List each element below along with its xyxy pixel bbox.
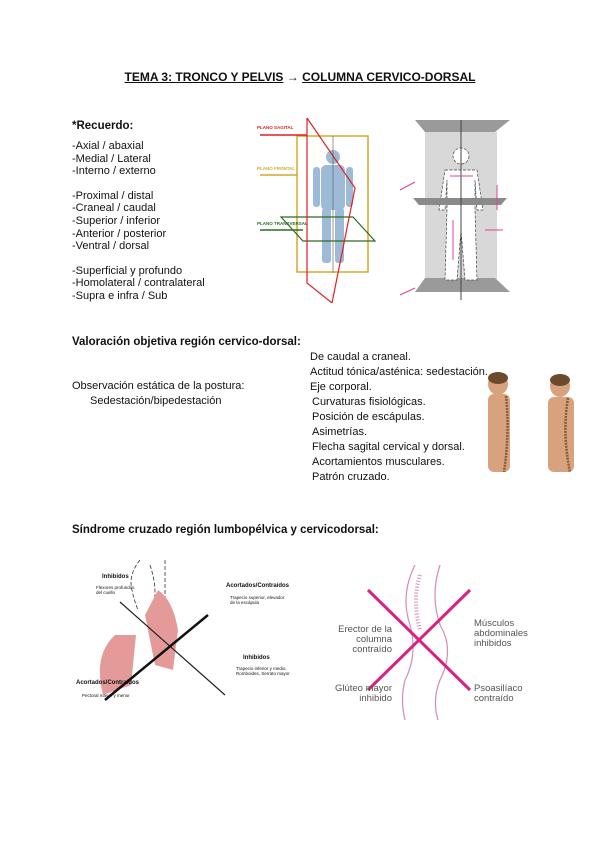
label-psoas: Psoasilíaco contraído [474, 683, 523, 704]
term: -Ventral / dorsal [72, 240, 150, 253]
label-acortados-2: Acortados/Contraídos [76, 680, 140, 686]
label-abdominales: Músculos abdominales inhibidos [474, 618, 528, 649]
label-inhibidos-1: Inhibidos [102, 574, 129, 580]
title-part1: TEMA 3: TRONCO Y PELVIS [124, 70, 284, 84]
valoracion-items: De caudal a craneal. Actitud tónica/asté… [310, 351, 488, 486]
anatomical-planes-figure: PLANO SAGITAL PLANO FRONTAL PLANO TRANSV… [255, 113, 380, 305]
upper-crossed-illustration [99, 559, 226, 701]
term: -Superior / inferior [72, 214, 161, 227]
sindrome-heading: Síndrome cruzado región lumbopélvica y c… [72, 524, 379, 536]
sedestacion-label: Sedestación/bipedestación [90, 395, 222, 407]
label-gluteo: Glúteo mayor inhibido [334, 683, 392, 704]
list-item: Asimetrías. [312, 426, 368, 438]
term: -Axial / abaxial [72, 140, 144, 152]
spine-posture-illustration [488, 372, 574, 473]
lower-crossed-syndrome-figure [330, 564, 530, 721]
label-inhibidos-2: Inhibidos [243, 655, 270, 661]
label-inhibidos-2-sub: Trapecio inferior y medio, Romboides, Se… [236, 666, 290, 676]
list-item: Acortamientos musculares. [312, 456, 445, 468]
term: -Homolateral / contralateral [72, 277, 205, 290]
posture-photo [478, 372, 593, 473]
list-item: Posición de escápulas. [312, 411, 425, 423]
label-acortados-1: Acortados/Contraídos [226, 583, 290, 589]
label-inhibidos-1-sub: Flexores profundos del cuello [96, 585, 135, 595]
valoracion-heading: Valoración objetiva región cervico-dorsa… [72, 336, 301, 348]
list-item: Eje corporal. [310, 381, 372, 393]
list-item: Curvaturas fisiológicas. [312, 396, 426, 408]
body-directions-figure [395, 120, 525, 300]
term: -Craneal / caudal [72, 202, 156, 215]
recuerdo-list: -Axial / abaxial -Medial / Lateral -Inte… [72, 140, 205, 303]
label-acortados-1-sub: Trapecio superior, elevador de la escápu… [230, 595, 285, 605]
label-sagittal: PLANO SAGITAL [257, 125, 294, 130]
body-directions-illustration [399, 120, 510, 300]
term: -Interno / externo [72, 165, 156, 178]
term: -Superficial y profundo [72, 264, 183, 277]
planes-illustration [260, 117, 377, 305]
arrow: → [286, 70, 299, 84]
term: -Proximal / distal [72, 189, 154, 202]
title-part2: COLUMNA CERVICO-DORSAL [302, 70, 476, 84]
list-item: De caudal a craneal. [310, 351, 411, 363]
term: -Supra e infra / Sub [72, 289, 168, 302]
recuerdo-heading: *Recuerdo: [72, 120, 134, 132]
observacion-label: Observación estática de la postura: [72, 380, 245, 392]
term: -Medial / Lateral [72, 152, 151, 165]
page-title: TEMA 3: TRONCO Y PELVIS → COLUMNA CERVIC… [0, 70, 600, 84]
label-frontal: PLANO FRONTAL [257, 166, 296, 171]
label-erector: Erector de la columna contraído [338, 624, 392, 655]
list-item: Actitud tónica/asténica: sedestación. [310, 366, 488, 378]
upper-crossed-syndrome-figure: Inhibidos Flexores profundos del cuello … [70, 559, 250, 720]
term: -Anterior / posterior [72, 227, 167, 240]
list-item: Flecha sagital cervical y dorsal. [312, 441, 465, 453]
list-item: Patrón cruzado. [312, 471, 390, 483]
label-acortados-2-sub: Pectoral mayor y menor [82, 693, 130, 698]
label-transverse: PLANO TRANSVERSAL [257, 221, 308, 226]
lower-crossed-illustration [366, 564, 472, 721]
